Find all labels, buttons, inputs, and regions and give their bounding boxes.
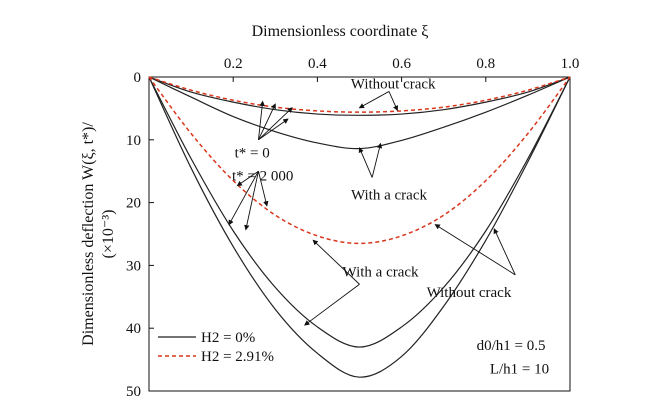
annotation-without-crack-lower: Without crack <box>427 285 512 301</box>
plot-frame <box>148 76 571 392</box>
y-tick-label: 30 <box>126 258 141 274</box>
y-axis-title-unit: (×10⁻³) <box>100 210 117 259</box>
annotation-layer: Without crack t* = 0 t* = 2 000 With a c… <box>232 76 549 377</box>
annotation-arrow <box>434 224 516 276</box>
annotation-d0-h1-ratio: d0/h1 = 0.5 <box>477 338 546 354</box>
annotation-arrow <box>258 100 265 140</box>
annotation-arrow <box>258 118 289 141</box>
series-line-2 <box>148 76 571 348</box>
y-tick-label: 0 <box>134 70 142 86</box>
series-line-3 <box>148 76 571 378</box>
x-axis-title: Dimensionless coordinate ξ <box>252 23 429 40</box>
y-axis-title-main: Dimensionless deflection W(ξ, t*)/ <box>80 122 97 346</box>
legend: H2 = 0% H2 = 2.91% <box>158 330 274 365</box>
x-tick-label: 1.0 <box>561 56 580 72</box>
annotation-arrows <box>228 91 516 326</box>
y-axis-title: Dimensionless deflection W(ξ, t*)/ (×10⁻… <box>80 122 117 346</box>
annotation-arrow <box>388 91 399 112</box>
legend-label-solid: H2 = 0% <box>201 330 255 346</box>
series-layer <box>148 76 571 378</box>
x-tick-label: 0.4 <box>308 56 327 72</box>
y-tick-label: 10 <box>126 133 141 149</box>
y-tick-label: 40 <box>126 321 141 337</box>
annotation-arrow <box>493 228 516 276</box>
annotation-t-star-0: t* = 0 <box>235 145 270 161</box>
series-line-5 <box>148 76 571 245</box>
annotation-arrow <box>312 239 360 285</box>
annotation-arrow <box>236 170 259 187</box>
x-tick-label: 0.8 <box>476 56 495 72</box>
annotation-arrow <box>228 170 259 226</box>
y-axis-ticks: 0 10 20 30 40 50 <box>126 70 154 400</box>
y-tick-label: 50 <box>126 384 141 400</box>
annotation-without-crack-top: Without crack <box>351 76 436 92</box>
annotation-arrow <box>358 147 373 178</box>
annotation-arrow <box>258 103 276 140</box>
annotation-arrow <box>244 171 259 231</box>
legend-label-dashed: H2 = 2.91% <box>201 349 274 365</box>
annotation-arrow <box>304 283 360 326</box>
annotation-arrow <box>371 142 383 178</box>
series-line-0 <box>148 76 571 116</box>
annotation-t-star-2000: t* = 2 000 <box>232 169 293 185</box>
x-tick-label: 0.2 <box>224 56 243 72</box>
annotation-with-crack-lower: With a crack <box>343 265 420 281</box>
x-axis-ticks: 0.2 0.4 0.6 0.8 1.0 <box>224 56 580 82</box>
annotation-arrow <box>258 107 293 141</box>
y-tick-label: 20 <box>126 196 141 212</box>
annotation-arrow <box>258 171 269 207</box>
x-tick-label: 0.6 <box>392 56 411 72</box>
annotation-with-crack-upper: With a crack <box>351 187 428 203</box>
annotation-arrow <box>358 91 390 109</box>
annotation-l-h1-ratio: L/h1 = 10 <box>490 361 549 377</box>
